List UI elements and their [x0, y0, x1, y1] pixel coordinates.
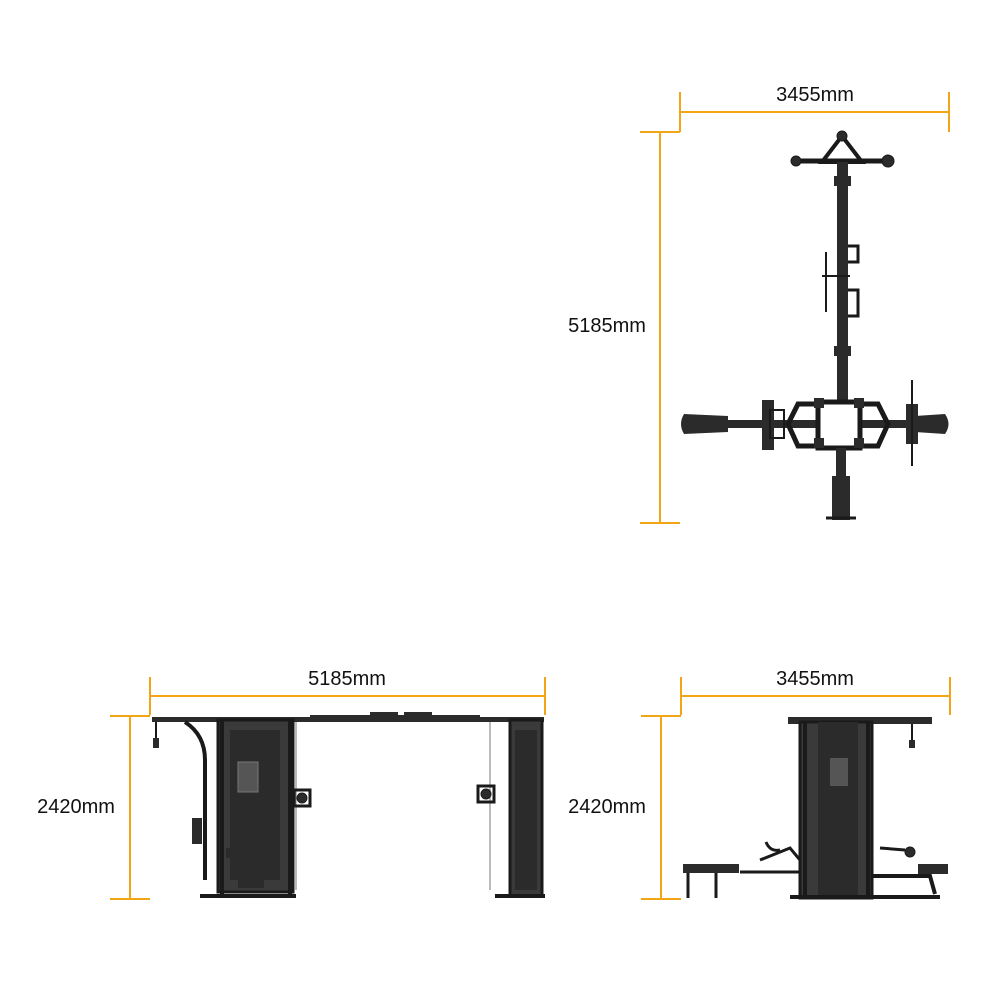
top-view-depth-label: 5185mm: [568, 315, 646, 337]
top-view-width-dimension: [679, 92, 950, 132]
side-view-width-label: 3455mm: [776, 668, 854, 690]
front-view: 5185mm 2420mm: [37, 668, 546, 900]
top-view: 3455mm 5185mm: [568, 84, 950, 524]
machine-top-view: [681, 130, 949, 520]
front-view-width-label: 5185mm: [308, 668, 386, 690]
front-view-height-label: 2420mm: [37, 796, 115, 818]
side-view-height-label: 2420mm: [568, 796, 646, 818]
machine-side-view: [683, 717, 948, 900]
top-view-depth-dimension: [640, 131, 680, 524]
top-view-width-label: 3455mm: [776, 84, 854, 106]
front-view-height-dimension: [110, 715, 150, 900]
side-view: 3455mm 2420mm: [568, 668, 951, 900]
side-view-height-dimension: [641, 715, 681, 900]
side-view-width-dimension: [680, 677, 951, 715]
front-view-width-dimension: [149, 677, 546, 715]
machine-front-view: [152, 712, 545, 898]
